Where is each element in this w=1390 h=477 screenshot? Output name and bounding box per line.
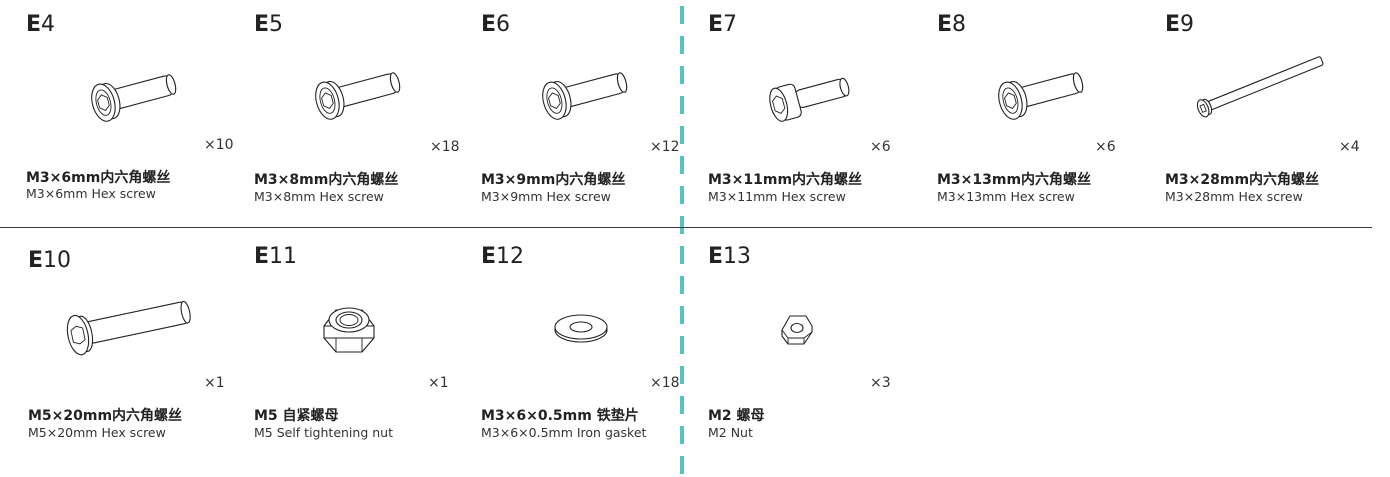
part-name-cn: M3×11mm内六角螺丝: [708, 172, 863, 188]
socket-head-screw-icon: [763, 64, 863, 134]
part-e5: E5 ×18 M3×8mm内六角螺丝 M3×8mm Hex screw: [254, 12, 464, 227]
hex-screw-short-icon: [304, 62, 414, 132]
part-name-cn: M3×13mm内六角螺丝: [937, 172, 1092, 188]
quantity: ×4: [1339, 139, 1360, 155]
quantity: ×1: [204, 375, 225, 391]
hex-screw-long-icon: [1193, 56, 1333, 126]
part-name-en: M5 Self tightening nut: [254, 425, 393, 440]
part-code: E9: [1165, 12, 1195, 37]
part-code: E13: [708, 244, 752, 269]
part-code: E7: [708, 12, 738, 37]
part-code: E10: [28, 248, 72, 273]
part-name-cn: M5 自紧螺母: [254, 408, 339, 424]
column-divider: [680, 6, 684, 476]
part-e4: E4 ×10 M3×6mm内六角螺丝 M3×6mm Hex screw: [26, 12, 236, 227]
part-name-en: M3×28mm Hex screw: [1165, 189, 1303, 204]
quantity: ×6: [870, 139, 891, 155]
part-name-cn: M3×6×0.5mm 铁垫片: [481, 408, 639, 424]
part-name-en: M3×6×0.5mm Iron gasket: [481, 425, 647, 440]
hex-nut-icon: [776, 310, 816, 350]
part-name-en: M3×6mm Hex screw: [26, 186, 156, 201]
part-name-cn: M2 螺母: [708, 408, 765, 424]
part-code: E5: [254, 12, 284, 37]
part-name-en: M5×20mm Hex screw: [28, 425, 166, 440]
part-name-en: M3×8mm Hex screw: [254, 189, 384, 204]
quantity: ×6: [1095, 139, 1116, 155]
part-name-cn: M3×8mm内六角螺丝: [254, 172, 399, 188]
part-name-en: M3×11mm Hex screw: [708, 189, 846, 204]
part-code: E11: [254, 244, 298, 269]
hex-screw-short-icon: [531, 62, 641, 132]
quantity: ×3: [870, 375, 891, 391]
part-code: E6: [481, 12, 511, 37]
part-e7: E7 ×6 M3×11mm内六角螺丝 M3×11mm Hex screw: [708, 12, 918, 227]
quantity: ×12: [650, 139, 680, 155]
quantity: ×18: [650, 375, 680, 391]
hex-screw-short-icon: [80, 64, 190, 134]
part-name-cn: M3×9mm内六角螺丝: [481, 172, 626, 188]
part-e12: E12 ×18 M3×6×0.5mm 铁垫片 M3×6×0.5mm Iron g…: [481, 244, 691, 459]
part-name-cn: M5×20mm内六角螺丝: [28, 408, 183, 424]
quantity: ×10: [204, 137, 234, 153]
part-name-en: M3×13mm Hex screw: [937, 189, 1075, 204]
lock-nut-icon: [314, 302, 384, 358]
part-name-cn: M3×28mm内六角螺丝: [1165, 172, 1320, 188]
part-name-cn: M3×6mm内六角螺丝: [26, 170, 171, 186]
part-code: E8: [937, 12, 967, 37]
hex-screw-short-icon: [987, 62, 1097, 132]
part-name-en: M2 Nut: [708, 425, 753, 440]
part-e6: E6 ×12 M3×9mm内六角螺丝 M3×9mm Hex screw: [481, 12, 691, 227]
part-e10: E10 ×1 M5×20mm内六角螺丝 M5×20mm Hex screw: [28, 248, 238, 463]
row-divider: [0, 227, 1372, 228]
washer-icon: [551, 310, 611, 346]
part-code: E12: [481, 244, 525, 269]
part-e8: E8 ×6 M3×13mm内六角螺丝 M3×13mm Hex screw: [937, 12, 1147, 227]
part-name-en: M3×9mm Hex screw: [481, 189, 611, 204]
quantity: ×1: [428, 375, 449, 391]
part-e9: E9 ×4 M3×28mm内六角螺丝 M3×28mm Hex screw: [1165, 12, 1375, 227]
quantity: ×18: [430, 139, 460, 155]
part-e11: E11 ×1 M5 自紧螺母 M5 Self tightening nut: [254, 244, 464, 459]
hex-screw-large-icon: [58, 294, 203, 364]
part-e13: E13 ×3 M2 螺母 M2 Nut: [708, 244, 918, 459]
part-code: E4: [26, 12, 56, 37]
